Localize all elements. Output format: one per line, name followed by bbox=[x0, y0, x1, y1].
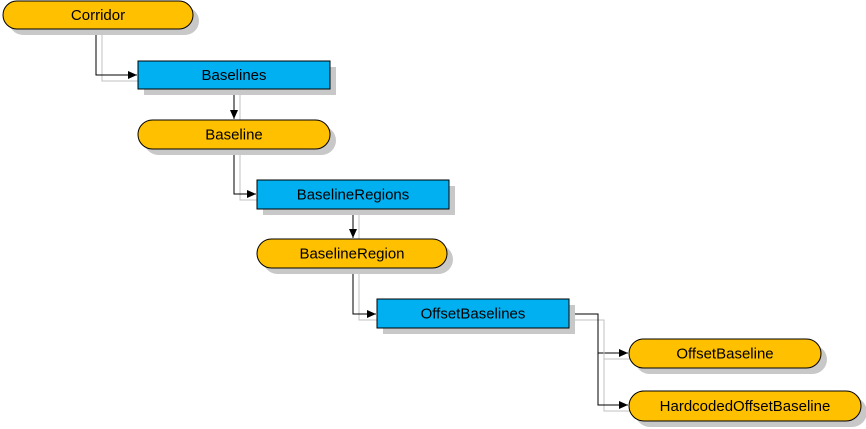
node-offset-baseline[interactable]: OffsetBaseline bbox=[628, 338, 827, 374]
node-label: BaselineRegions bbox=[297, 187, 410, 204]
connector-offset-baselines-to-offset-baseline bbox=[569, 313, 634, 360]
node-hardcoded-offset-baseline[interactable]: HardcodedOffsetBaseline bbox=[628, 390, 866, 427]
node-label: Baseline bbox=[205, 127, 263, 144]
connector-baseline-region-to-offset-baselines bbox=[352, 268, 382, 321]
connector-line bbox=[352, 268, 376, 318]
connector-offset-baselines-to-hardcoded-offset-baseline bbox=[569, 313, 634, 412]
node-baseline-region[interactable]: BaselineRegion bbox=[256, 238, 453, 274]
node-offset-baselines[interactable]: OffsetBaselines bbox=[376, 298, 575, 334]
object-node-shape bbox=[628, 338, 822, 369]
node-corridor[interactable]: Corridor bbox=[2, 0, 199, 35]
collection-node-shape bbox=[256, 179, 450, 210]
connector-line bbox=[95, 29, 137, 79]
connector-shadow bbox=[239, 155, 262, 201]
node-label: OffsetBaselines bbox=[421, 306, 526, 323]
connector-baseline-to-baseline-regions bbox=[233, 149, 262, 201]
connector-line bbox=[569, 313, 628, 409]
node-baseline[interactable]: Baseline bbox=[137, 119, 336, 155]
collection-node-shape bbox=[137, 60, 331, 90]
node-label: Corridor bbox=[71, 7, 125, 24]
connector-shadow bbox=[358, 274, 382, 321]
node-label: Baselines bbox=[201, 67, 266, 84]
node-baselines[interactable]: Baselines bbox=[137, 60, 336, 95]
object-node-shape bbox=[2, 0, 194, 30]
node-label: BaselineRegion bbox=[299, 246, 404, 263]
collection-node-shape bbox=[376, 298, 570, 329]
node-label: OffsetBaseline bbox=[676, 346, 773, 363]
connector-corridor-to-baselines bbox=[95, 29, 143, 82]
connector-shadow bbox=[575, 319, 634, 412]
node-label: HardcodedOffsetBaseline bbox=[660, 398, 831, 415]
connector-line bbox=[233, 149, 256, 198]
node-baseline-regions[interactable]: BaselineRegions bbox=[256, 179, 455, 215]
object-node-shape bbox=[628, 390, 862, 422]
connector-shadow bbox=[101, 35, 143, 82]
object-node-shape bbox=[256, 238, 448, 269]
object-node-shape bbox=[137, 119, 331, 150]
connector-layer bbox=[95, 29, 634, 412]
